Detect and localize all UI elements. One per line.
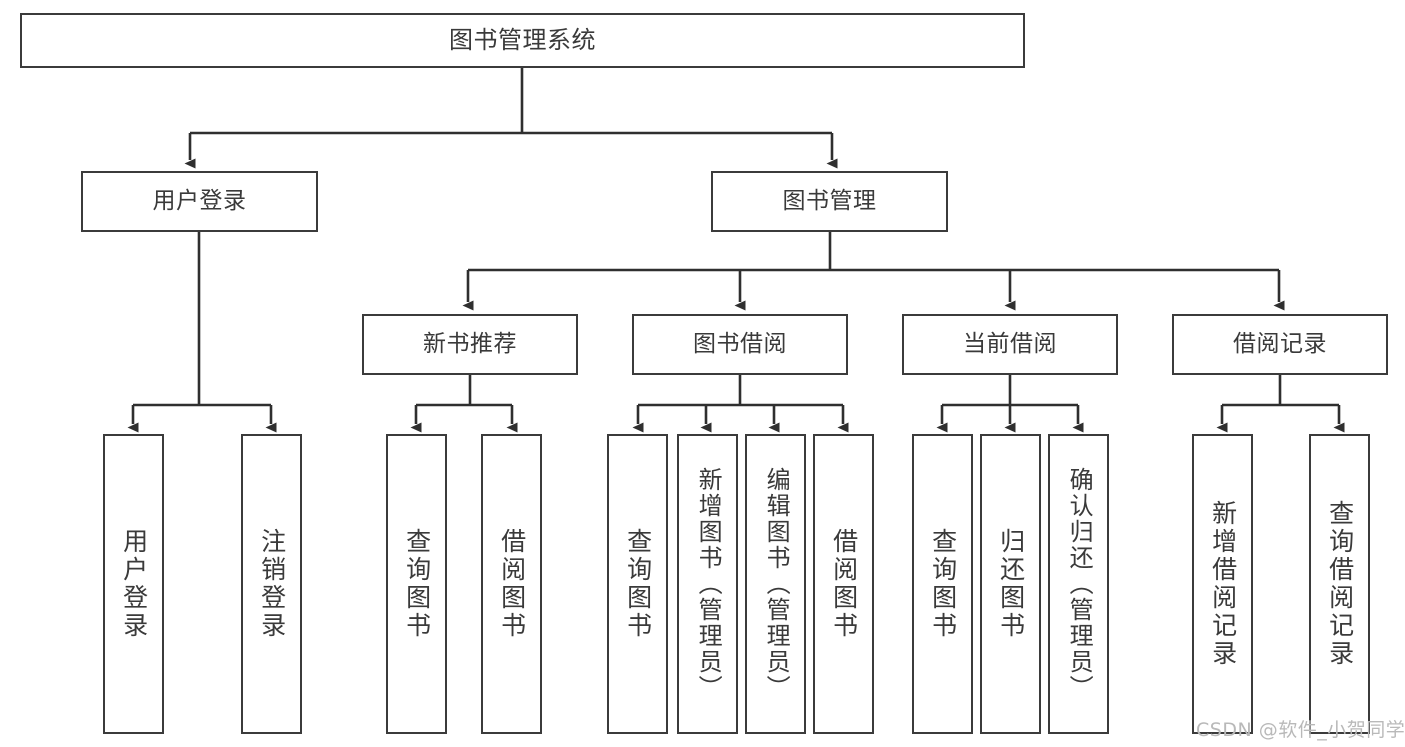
node-leaf-rec-borrow[interactable]: 借阅图书 bbox=[481, 434, 542, 734]
node-leaf-cur-return[interactable]: 归还图书 bbox=[980, 434, 1041, 734]
node-user-login[interactable]: 用户登录 bbox=[81, 171, 318, 232]
node-new-book-rec-label: 新书推荐 bbox=[423, 330, 517, 357]
node-leaf-borrow-take[interactable]: 借阅图书 bbox=[813, 434, 874, 734]
node-user-login-label: 用户登录 bbox=[152, 187, 247, 214]
node-leaf-rec-borrow-label: 借阅图书 bbox=[497, 528, 527, 640]
csdn-watermark: CSDN @软件_小贺同学 bbox=[1196, 719, 1405, 741]
node-borrow-record-label: 借阅记录 bbox=[1233, 330, 1327, 357]
node-leaf-rec-query-label: 查询图书 bbox=[402, 528, 432, 640]
node-leaf-rec-add-label: 新增借阅记录 bbox=[1208, 500, 1238, 668]
node-leaf-user-logout-label: 注销登录 bbox=[257, 528, 287, 640]
node-leaf-borrow-add[interactable]: 新增图书（管理员） bbox=[677, 434, 738, 734]
node-leaf-rec-search-label: 查询借阅记录 bbox=[1325, 500, 1355, 668]
node-leaf-rec-query[interactable]: 查询图书 bbox=[386, 434, 447, 734]
node-leaf-cur-query[interactable]: 查询图书 bbox=[912, 434, 973, 734]
node-leaf-cur-return-label: 归还图书 bbox=[996, 528, 1026, 640]
node-borrow-record[interactable]: 借阅记录 bbox=[1172, 314, 1388, 375]
node-leaf-borrow-add-label: 新增图书（管理员） bbox=[694, 467, 723, 701]
node-current-borrow-label: 当前借阅 bbox=[963, 330, 1057, 357]
node-leaf-borrow-take-label: 借阅图书 bbox=[829, 528, 859, 640]
node-current-borrow[interactable]: 当前借阅 bbox=[902, 314, 1118, 375]
node-new-book-rec[interactable]: 新书推荐 bbox=[362, 314, 578, 375]
node-leaf-user-logout[interactable]: 注销登录 bbox=[241, 434, 302, 734]
node-leaf-user-login-label: 用户登录 bbox=[119, 528, 149, 640]
node-leaf-borrow-edit-label: 编辑图书（管理员） bbox=[762, 467, 791, 701]
node-leaf-borrow-query[interactable]: 查询图书 bbox=[607, 434, 668, 734]
node-leaf-cur-confirm[interactable]: 确认归还（管理员） bbox=[1048, 434, 1109, 734]
node-book-borrow[interactable]: 图书借阅 bbox=[632, 314, 848, 375]
node-leaf-user-login[interactable]: 用户登录 bbox=[103, 434, 164, 734]
node-leaf-cur-confirm-label: 确认归还（管理员） bbox=[1065, 467, 1094, 701]
node-leaf-cur-query-label: 查询图书 bbox=[928, 528, 958, 640]
node-root[interactable]: 图书管理系统 bbox=[20, 13, 1025, 68]
node-book-borrow-label: 图书借阅 bbox=[693, 330, 787, 357]
node-leaf-borrow-query-label: 查询图书 bbox=[623, 528, 653, 640]
node-leaf-rec-search[interactable]: 查询借阅记录 bbox=[1309, 434, 1370, 734]
node-leaf-borrow-edit[interactable]: 编辑图书（管理员） bbox=[745, 434, 806, 734]
node-book-manage-label: 图书管理 bbox=[782, 187, 877, 214]
node-leaf-rec-add[interactable]: 新增借阅记录 bbox=[1192, 434, 1253, 734]
node-root-label: 图书管理系统 bbox=[449, 26, 596, 55]
node-book-manage[interactable]: 图书管理 bbox=[711, 171, 948, 232]
